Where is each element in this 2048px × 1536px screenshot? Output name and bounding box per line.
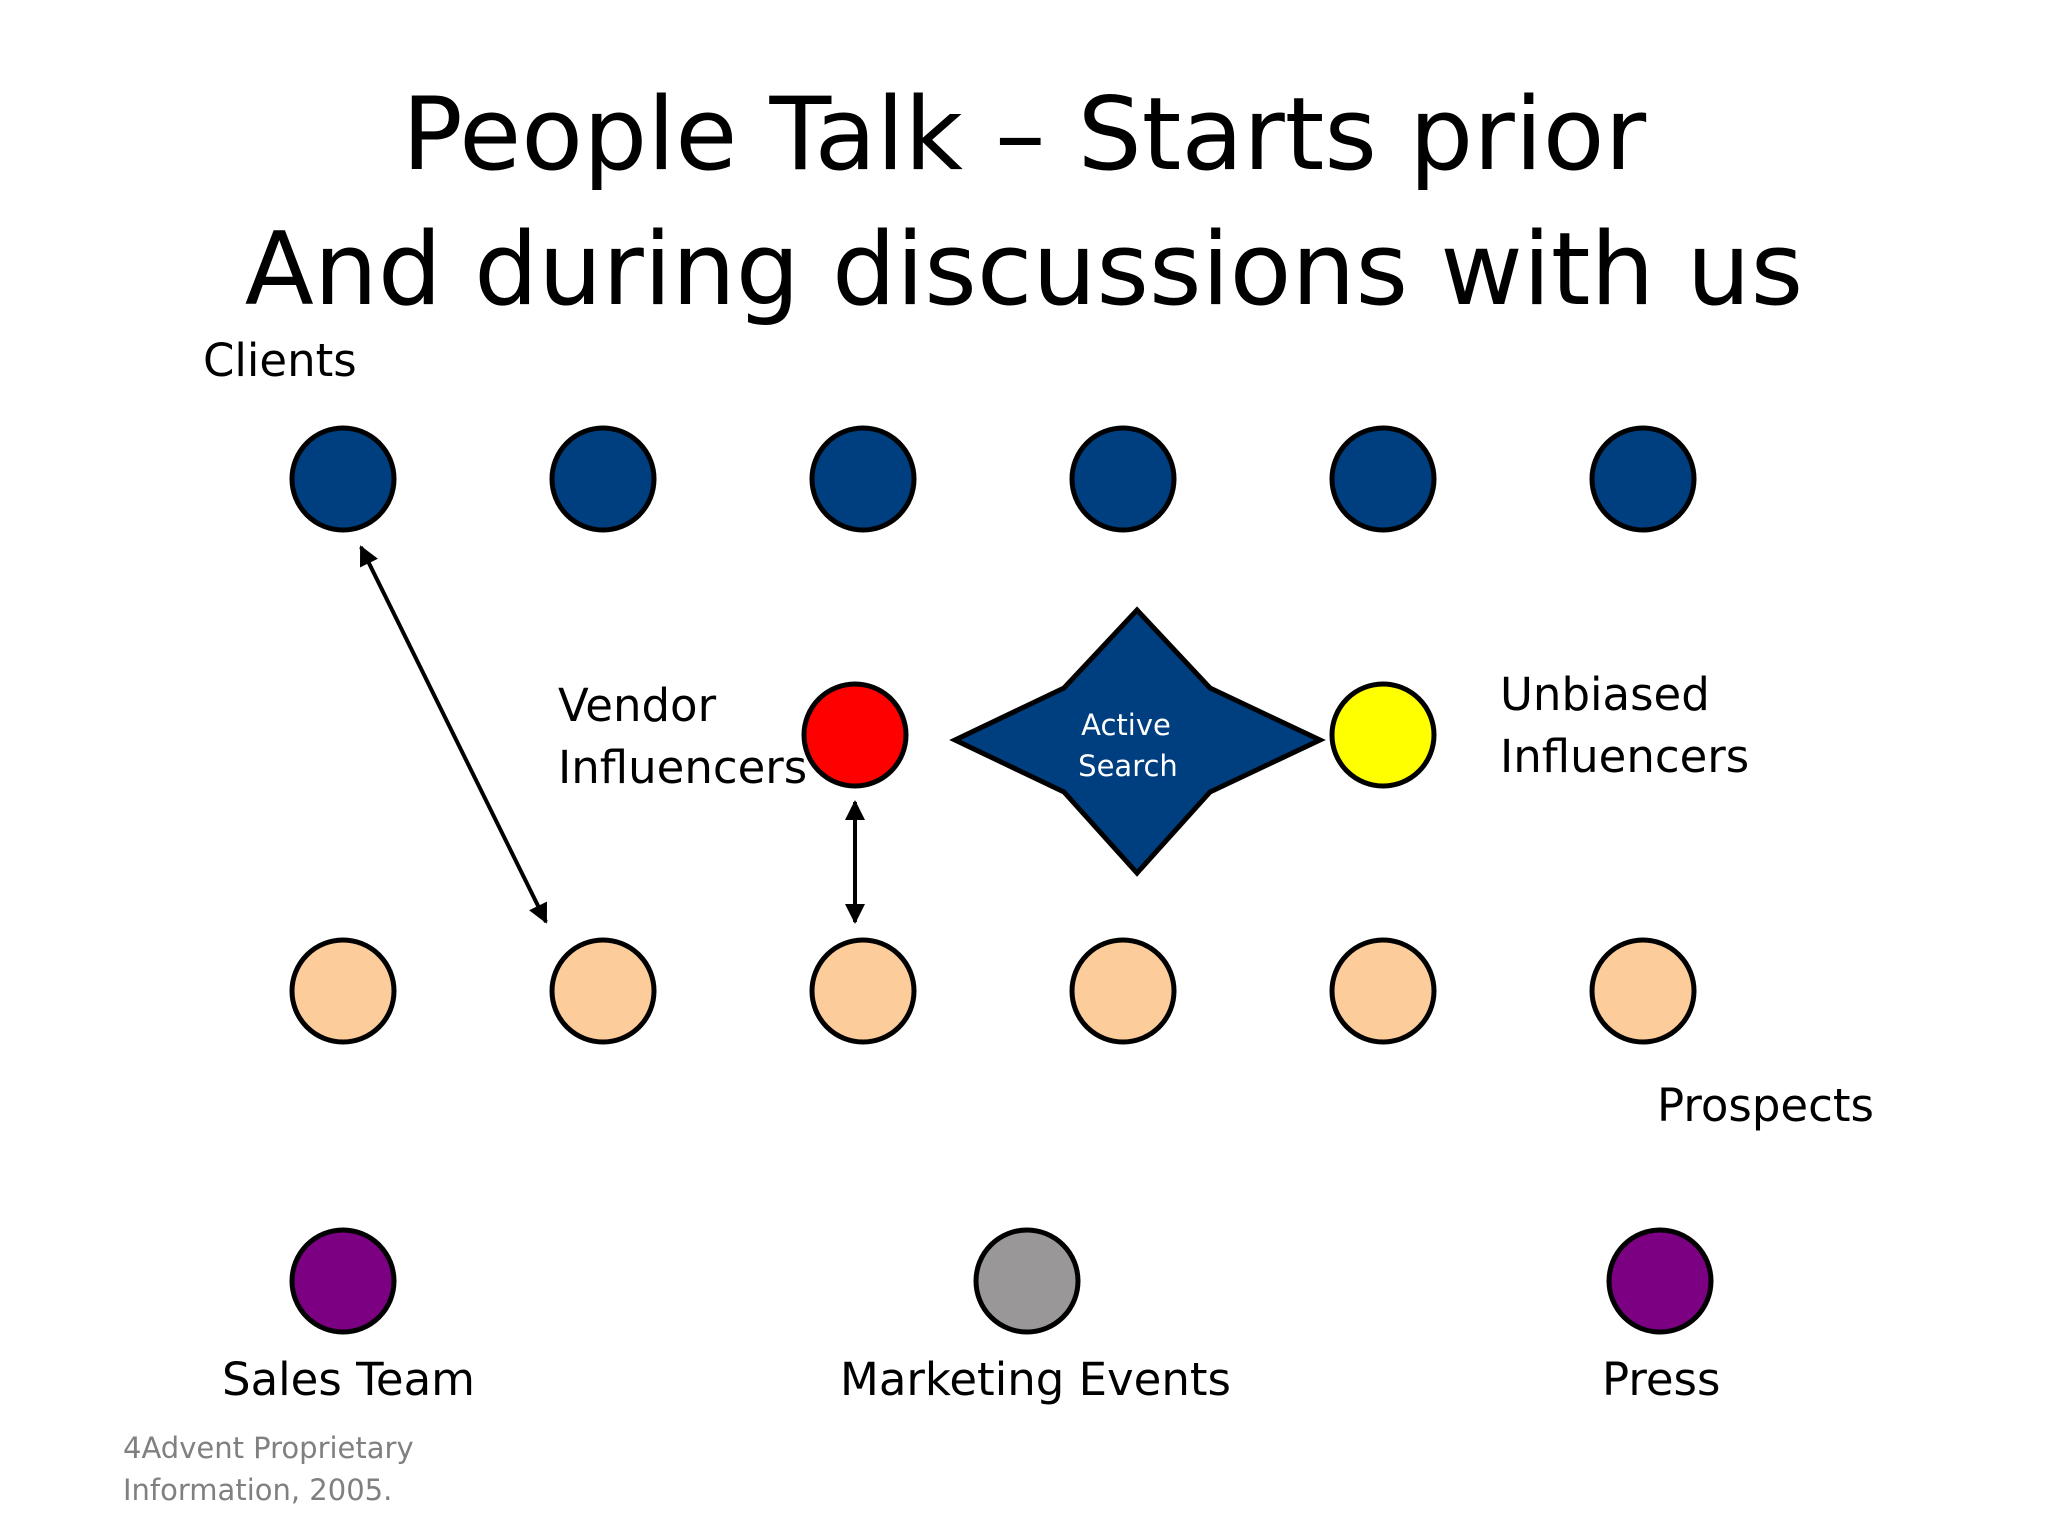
- unbiased-influencer-node: [1329, 681, 1437, 789]
- prospects-label: Prospects: [1657, 1079, 1874, 1132]
- vendor-influencers-label-line1: Vendor: [558, 679, 717, 732]
- client-prospect-arrow: [359, 545, 548, 924]
- footer-note: 4Advent Proprietary Information, 2005.: [123, 1427, 414, 1511]
- unbiased-influencers-label-line2: Influencers: [1500, 730, 1750, 783]
- prospect-node: [1589, 937, 1697, 1045]
- client-node: [1329, 425, 1437, 533]
- client-node: [549, 425, 657, 533]
- title-line-1: People Talk – Starts prior: [401, 75, 1647, 193]
- client-node: [1589, 425, 1697, 533]
- marketing-events-node: [973, 1227, 1081, 1335]
- vendor-influencer-node: [801, 681, 909, 789]
- prospect-node: [1329, 937, 1437, 1045]
- clients-label: Clients: [203, 334, 357, 387]
- client-node: [1069, 425, 1177, 533]
- marketing-events-label: Marketing Events: [840, 1353, 1231, 1406]
- prospect-node: [1069, 937, 1177, 1045]
- client-node: [289, 425, 397, 533]
- client-node: [809, 425, 917, 533]
- title-line-2: And during discussions with us: [244, 210, 1804, 328]
- footer-line-1: 4Advent Proprietary: [123, 1431, 414, 1465]
- vendor-influencers-label-line2: Influencers: [558, 741, 808, 794]
- prospect-node: [809, 937, 917, 1045]
- prospect-node: [549, 937, 657, 1045]
- active-search-label-line1: Active: [1081, 708, 1171, 742]
- sales-team-node: [289, 1227, 397, 1335]
- sales-team-label: Sales Team: [222, 1353, 476, 1406]
- active-search-label-line2: Search: [1078, 749, 1178, 783]
- press-node: [1606, 1227, 1714, 1335]
- active-search-diamond: [949, 606, 1326, 877]
- press-label: Press: [1602, 1353, 1721, 1406]
- prospect-node: [289, 937, 397, 1045]
- unbiased-influencers-label-line1: Unbiased: [1500, 668, 1710, 721]
- footer-line-2: Information, 2005.: [123, 1473, 393, 1507]
